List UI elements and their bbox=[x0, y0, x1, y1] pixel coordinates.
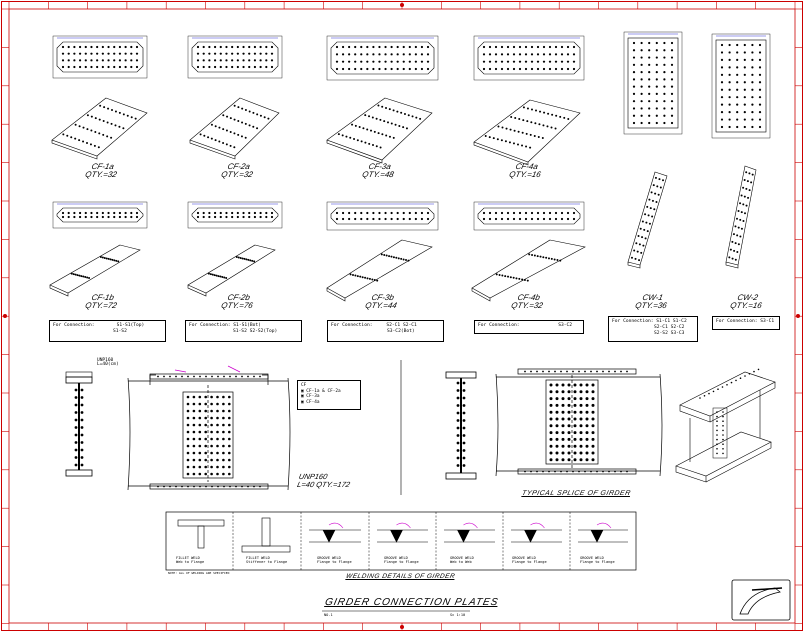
scale-right: Sc 1:10 bbox=[450, 613, 466, 617]
i-section-left bbox=[65, 371, 93, 477]
welding-caption: WELDING DETAILS OF GIRDER bbox=[345, 573, 456, 580]
connection-box-3: For Connection: S2-C1 S2-C1 S3-C2(Bot) bbox=[327, 320, 444, 342]
sheet-title: GIRDER CONNECTION PLATES bbox=[323, 597, 500, 608]
connection-box-2: For Connection: S1-S1(Bot) S1-S2 S2-S2(T… bbox=[185, 320, 302, 342]
typical-splice-caption: TYPICAL SPLICE OF GIRDER bbox=[521, 490, 632, 497]
splice-legend: CF ▣ CF-1a & CF-2a ▣ CF-3a ▣ CF-4a bbox=[297, 380, 361, 410]
plate-plans bbox=[52, 31, 771, 231]
splice-elevation-right bbox=[495, 368, 663, 477]
welding-frame bbox=[165, 511, 637, 571]
welding-note: NOTE: ALL OF WELDING ARE SPECIFIED bbox=[168, 571, 230, 575]
i-section-right bbox=[445, 371, 477, 480]
connection-box-6: For Connection: S3-C1 bbox=[712, 316, 780, 330]
plate-isometrics bbox=[49, 97, 757, 302]
connection-box-5: For Connection: S1-C1 S1-C2 S2-C1 S2-C2 … bbox=[608, 316, 698, 342]
logo-box bbox=[731, 579, 791, 621]
connection-box-4: For Connection: S3-C2 bbox=[474, 320, 584, 334]
logo-mark bbox=[739, 587, 781, 615]
scale-left: NO-1 bbox=[324, 613, 333, 617]
splice-elevation-left bbox=[127, 365, 291, 491]
girder-3d-view bbox=[675, 368, 776, 483]
welding-details bbox=[177, 512, 628, 570]
connection-box-1: For Connection: S1-S1(Top) S1-S2 bbox=[49, 320, 166, 342]
